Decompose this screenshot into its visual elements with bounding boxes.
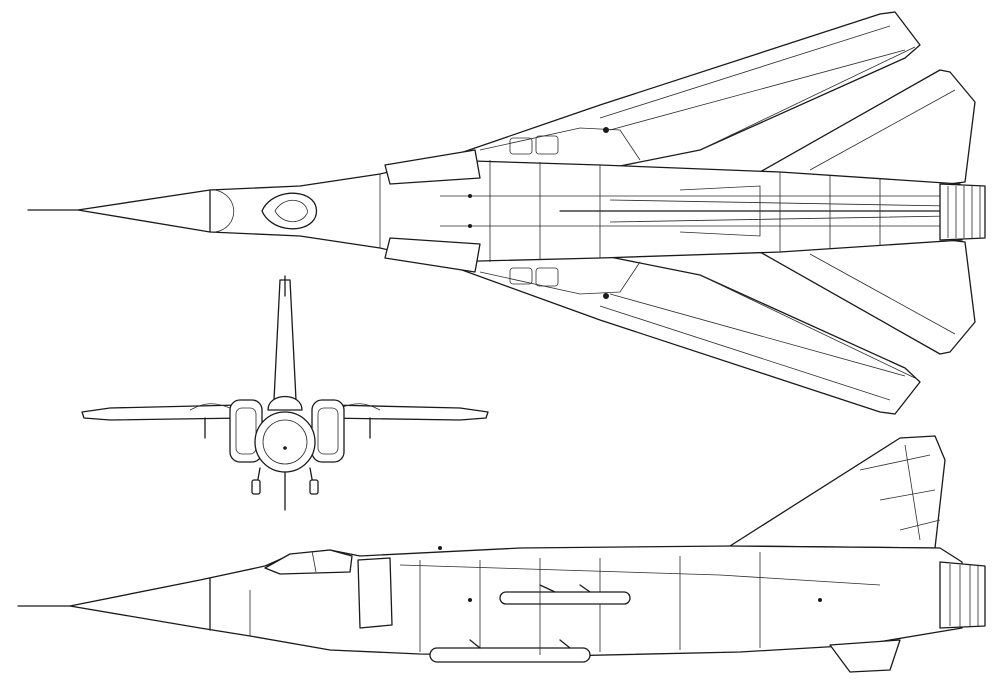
top-canopy (261, 192, 318, 230)
side-store-upper (499, 591, 631, 605)
side-view (17, 435, 986, 673)
front-fin (273, 279, 297, 401)
side-canopy (264, 549, 353, 575)
front-wing-right (324, 404, 489, 421)
front-intake-right (311, 399, 345, 463)
side-store-lower (429, 647, 591, 663)
side-intake (357, 557, 393, 629)
top-wing-upper (439, 11, 921, 171)
front-view (81, 275, 489, 511)
side-ventral-fin (829, 639, 901, 673)
top-wing-lower (439, 254, 921, 415)
top-view (27, 11, 986, 415)
front-canopy (267, 396, 303, 411)
top-intake-lower (384, 237, 481, 273)
side-exhaust-nozzle (939, 561, 986, 629)
front-fuselage (254, 411, 316, 473)
top-intake-upper (384, 149, 481, 185)
top-exhaust-nozzle (939, 183, 986, 241)
front-wing-left (81, 404, 246, 421)
